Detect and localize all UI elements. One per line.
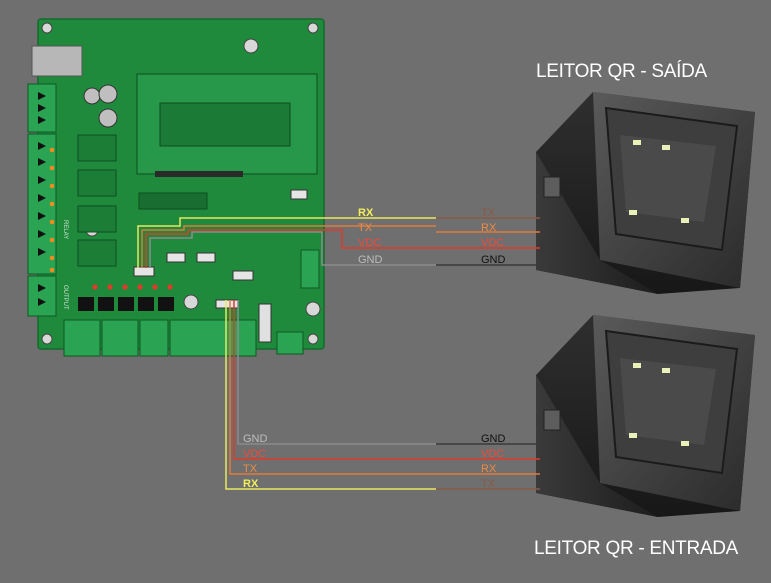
- label-exit-reader-tx: TX: [481, 207, 496, 219]
- wire-entry-tx: [229, 300, 436, 475]
- reader-exit-leds: [629, 140, 689, 223]
- title-reader-exit: LEITOR QR - SAÍDA: [536, 61, 707, 82]
- qr-reader-icon-exit: [536, 92, 755, 294]
- label-exit-reader-vdc: VDC: [481, 237, 504, 249]
- label-entry-reader-tx: TX: [481, 478, 496, 490]
- reader-entry-rj45-icon: [543, 409, 561, 431]
- wires-exit: [137, 217, 540, 268]
- can-terminal: [276, 331, 304, 355]
- reader-entry-leds: [629, 363, 689, 446]
- label-entry-reader-gnd: GND: [481, 433, 506, 445]
- lcd-screen: [159, 102, 291, 147]
- label-exit-board-vdc: VDC: [358, 237, 381, 249]
- wire-labels: RX TX VDC GND TX RX VDC GND GND VDC TX R…: [243, 207, 506, 490]
- reader-exit-rj45-icon: [543, 176, 561, 198]
- usb-connector-icon: [290, 189, 308, 200]
- pin-headers: [133, 252, 254, 309]
- status-leds: [92, 284, 173, 290]
- wire-exit-gnd: [149, 231, 436, 268]
- label-exit-board-rx: RX: [358, 207, 374, 219]
- reader-entry-side: [536, 375, 658, 517]
- label-exit-reader-gnd: GND: [481, 254, 506, 266]
- controller-board-icon: RELAY OUTPUT: [27, 18, 325, 357]
- wire-exit-rx: [137, 217, 436, 268]
- wire-exit-vdc: [145, 229, 436, 268]
- bottom-terminals: [63, 319, 257, 357]
- reader-entry-lens-area: [620, 358, 716, 445]
- label-entry-reader-vdc: VDC: [481, 448, 504, 460]
- side-terminal: [300, 249, 320, 289]
- board-relay-label: RELAY: [62, 220, 68, 239]
- header-connector: [138, 192, 208, 210]
- label-entry-reader-rx: RX: [481, 463, 497, 475]
- reader-exit-side: [536, 152, 658, 294]
- label-entry-board-rx: RX: [243, 478, 259, 490]
- wire-exit-tx: [141, 225, 436, 268]
- title-reader-entry: LEITOR QR - ENTRADA: [534, 538, 739, 559]
- ethernet-port-icon: [31, 45, 83, 77]
- wires-entry: [225, 300, 540, 490]
- lcd-header: [155, 171, 243, 177]
- label-entry-board-vdc: VDC: [243, 448, 266, 460]
- label-entry-board-gnd: GND: [243, 433, 268, 445]
- label-exit-board-gnd: GND: [358, 254, 383, 266]
- terminal-arrows: [38, 92, 46, 306]
- reader-exit-lens-area: [620, 135, 716, 222]
- wire-entry-vdc: [233, 300, 436, 460]
- capacitors: [83, 84, 118, 128]
- label-exit-board-tx: TX: [358, 222, 373, 234]
- label-entry-board-tx: TX: [243, 463, 258, 475]
- jumper-block: [258, 303, 272, 343]
- label-exit-reader-rx: RX: [481, 222, 497, 234]
- terminal-leds: [49, 147, 55, 273]
- relays: [77, 134, 117, 267]
- wire-entry-gnd: [237, 300, 436, 445]
- board-output-label: OUTPUT: [62, 285, 68, 310]
- wire-entry-rx: [225, 300, 436, 490]
- qr-reader-icon-entry: [536, 315, 755, 517]
- black-blocks: [78, 297, 174, 311]
